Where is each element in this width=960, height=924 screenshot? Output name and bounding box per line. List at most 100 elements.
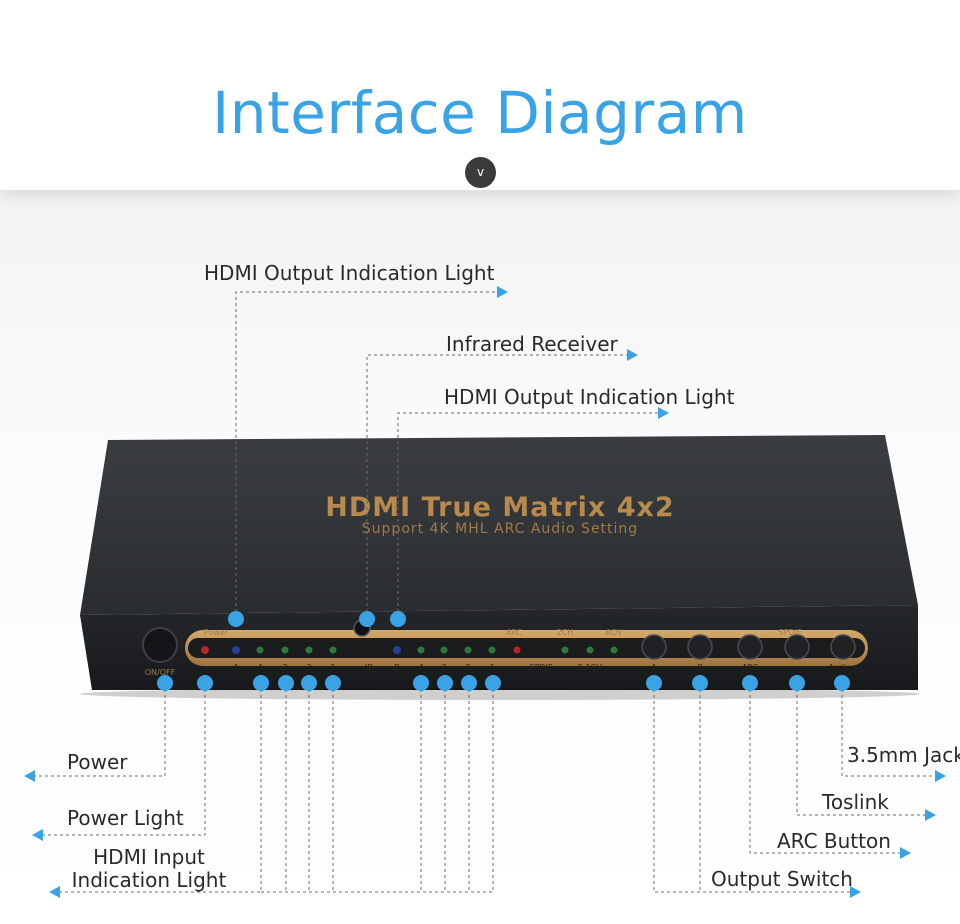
panel-label-5-1ch: 5.1CH bbox=[578, 663, 602, 672]
callout-markers bbox=[157, 611, 850, 691]
panel-label-2: 2 bbox=[306, 663, 311, 672]
device-top-face bbox=[80, 435, 918, 615]
control-buttons bbox=[641, 634, 856, 660]
leader-hdmi-output-b bbox=[397, 412, 663, 618]
panel-label-b3: 3 bbox=[441, 663, 446, 672]
marker-input-4 bbox=[325, 675, 341, 691]
spdif-panel-label: SPDIF bbox=[778, 628, 801, 637]
panel-label-1: 1 bbox=[330, 663, 335, 672]
callout-arc-button: ARC Button bbox=[777, 829, 891, 853]
leader-power-light bbox=[38, 683, 206, 836]
arrow-output-switch bbox=[850, 886, 861, 898]
callout-power-light: Power Light bbox=[67, 806, 184, 830]
arrow-infrared bbox=[627, 349, 638, 361]
panel-label-b1: 1 bbox=[489, 663, 494, 672]
marker-jack bbox=[834, 675, 850, 691]
marker-input-1 bbox=[253, 675, 269, 691]
arrow-power-light bbox=[32, 829, 43, 841]
marker-hdmi-output-b bbox=[390, 611, 406, 627]
led-input-1 bbox=[329, 646, 337, 654]
led-output-a bbox=[232, 646, 240, 654]
leader-jack bbox=[841, 683, 940, 777]
led-output-b bbox=[393, 646, 401, 654]
marker-output-switch-b bbox=[692, 675, 708, 691]
panel-label-3: 3 bbox=[282, 663, 287, 672]
arc-panel-label: ARC bbox=[506, 628, 523, 637]
led-5-1ch bbox=[610, 646, 618, 654]
arc-button[interactable] bbox=[737, 634, 763, 660]
panel-label-b: B bbox=[394, 663, 400, 672]
led-2ch bbox=[561, 646, 569, 654]
control-strip-inner bbox=[188, 638, 865, 658]
output-switch-b-button[interactable] bbox=[687, 634, 713, 660]
panel-label-ir: IR bbox=[365, 663, 373, 672]
callout-hdmi-output-light-b: HDMI Output Indication Light bbox=[444, 385, 735, 409]
arrow-hdmi-output-b bbox=[658, 407, 669, 419]
panel-label-b2: 2 bbox=[465, 663, 470, 672]
marker-hdmi-output-a bbox=[228, 611, 244, 627]
panel-label-b4: 4 bbox=[418, 663, 423, 672]
leader-lines bbox=[30, 291, 940, 893]
led-b-input-4 bbox=[417, 646, 425, 654]
page-title: Interface Diagram bbox=[212, 79, 748, 147]
on-off-label: ON/OFF bbox=[145, 668, 176, 677]
panel-label-out-a: A bbox=[651, 663, 657, 672]
power-led bbox=[201, 646, 209, 654]
toslink-port[interactable] bbox=[784, 634, 810, 660]
led-input-3 bbox=[281, 646, 289, 654]
marker-input-7 bbox=[461, 675, 477, 691]
device-shadow bbox=[80, 688, 920, 700]
arrow-hdmi-input bbox=[49, 886, 60, 898]
leader-arc-button bbox=[749, 683, 905, 854]
led-arc bbox=[513, 646, 521, 654]
device-subtitle: Support 4K MHL ARC Audio Setting bbox=[362, 521, 638, 537]
arrow-toslink bbox=[925, 809, 936, 821]
led-aov bbox=[586, 646, 594, 654]
callout-hdmi-input-light: HDMI Input Indication Light bbox=[71, 845, 227, 892]
power-button[interactable] bbox=[142, 627, 178, 663]
led-b-input-1 bbox=[488, 646, 496, 654]
aov-panel-label: AOV bbox=[606, 628, 623, 637]
panel-label-4: 4 bbox=[257, 663, 262, 672]
arrow-power bbox=[24, 770, 35, 782]
hdmi-matrix-device: HDMI True Matrix 4x2 Support 4K MHL ARC … bbox=[80, 435, 920, 700]
panel-label-out-b: B bbox=[697, 663, 703, 672]
leader-hdmi-output-a bbox=[235, 291, 502, 618]
panel-label-a: A bbox=[233, 663, 239, 672]
callout-output-switch: Output Switch bbox=[711, 867, 853, 891]
led-b-input-2 bbox=[464, 646, 472, 654]
marker-toslink bbox=[789, 675, 805, 691]
scroll-down-chevron-icon[interactable]: v bbox=[465, 157, 496, 188]
arrow-hdmi-output-a bbox=[497, 286, 508, 298]
marker-input-6 bbox=[437, 675, 453, 691]
panel-label-audio: Audio bbox=[829, 663, 852, 672]
led-b-input-3 bbox=[440, 646, 448, 654]
arrow-jack bbox=[935, 770, 946, 782]
panel-bottom-labels: A 4 3 2 1 IR B 4 3 2 1 SPDIF 5.1CH A B A… bbox=[233, 663, 851, 672]
device-name: HDMI True Matrix 4x2 bbox=[325, 492, 674, 523]
marker-infrared bbox=[359, 611, 375, 627]
audio-jack[interactable] bbox=[830, 634, 856, 660]
callout-3-5mm-jack: 3.5mm Jack bbox=[847, 743, 960, 767]
arrow-arc-button bbox=[900, 847, 911, 859]
callout-hdmi-output-light-a: HDMI Output Indication Light bbox=[204, 261, 495, 285]
leader-power bbox=[30, 683, 166, 777]
leader-output-switch bbox=[653, 683, 855, 893]
marker-input-8 bbox=[485, 675, 501, 691]
marker-input-3 bbox=[301, 675, 317, 691]
callout-power: Power bbox=[67, 750, 128, 774]
leader-toslink bbox=[796, 683, 930, 816]
header: Interface Diagram v bbox=[0, 0, 960, 190]
callout-toslink: Toslink bbox=[822, 790, 889, 814]
arrowheads bbox=[24, 286, 946, 898]
led-input-4 bbox=[256, 646, 264, 654]
power-panel-label: Power bbox=[204, 628, 229, 637]
marker-input-2 bbox=[278, 675, 294, 691]
marker-power-light bbox=[197, 675, 213, 691]
marker-input-5 bbox=[413, 675, 429, 691]
marker-output-switch-a bbox=[646, 675, 662, 691]
output-switch-a-button[interactable] bbox=[641, 634, 667, 660]
marker-arc-button bbox=[742, 675, 758, 691]
panel-label-spdif: SPDIF bbox=[529, 663, 552, 672]
